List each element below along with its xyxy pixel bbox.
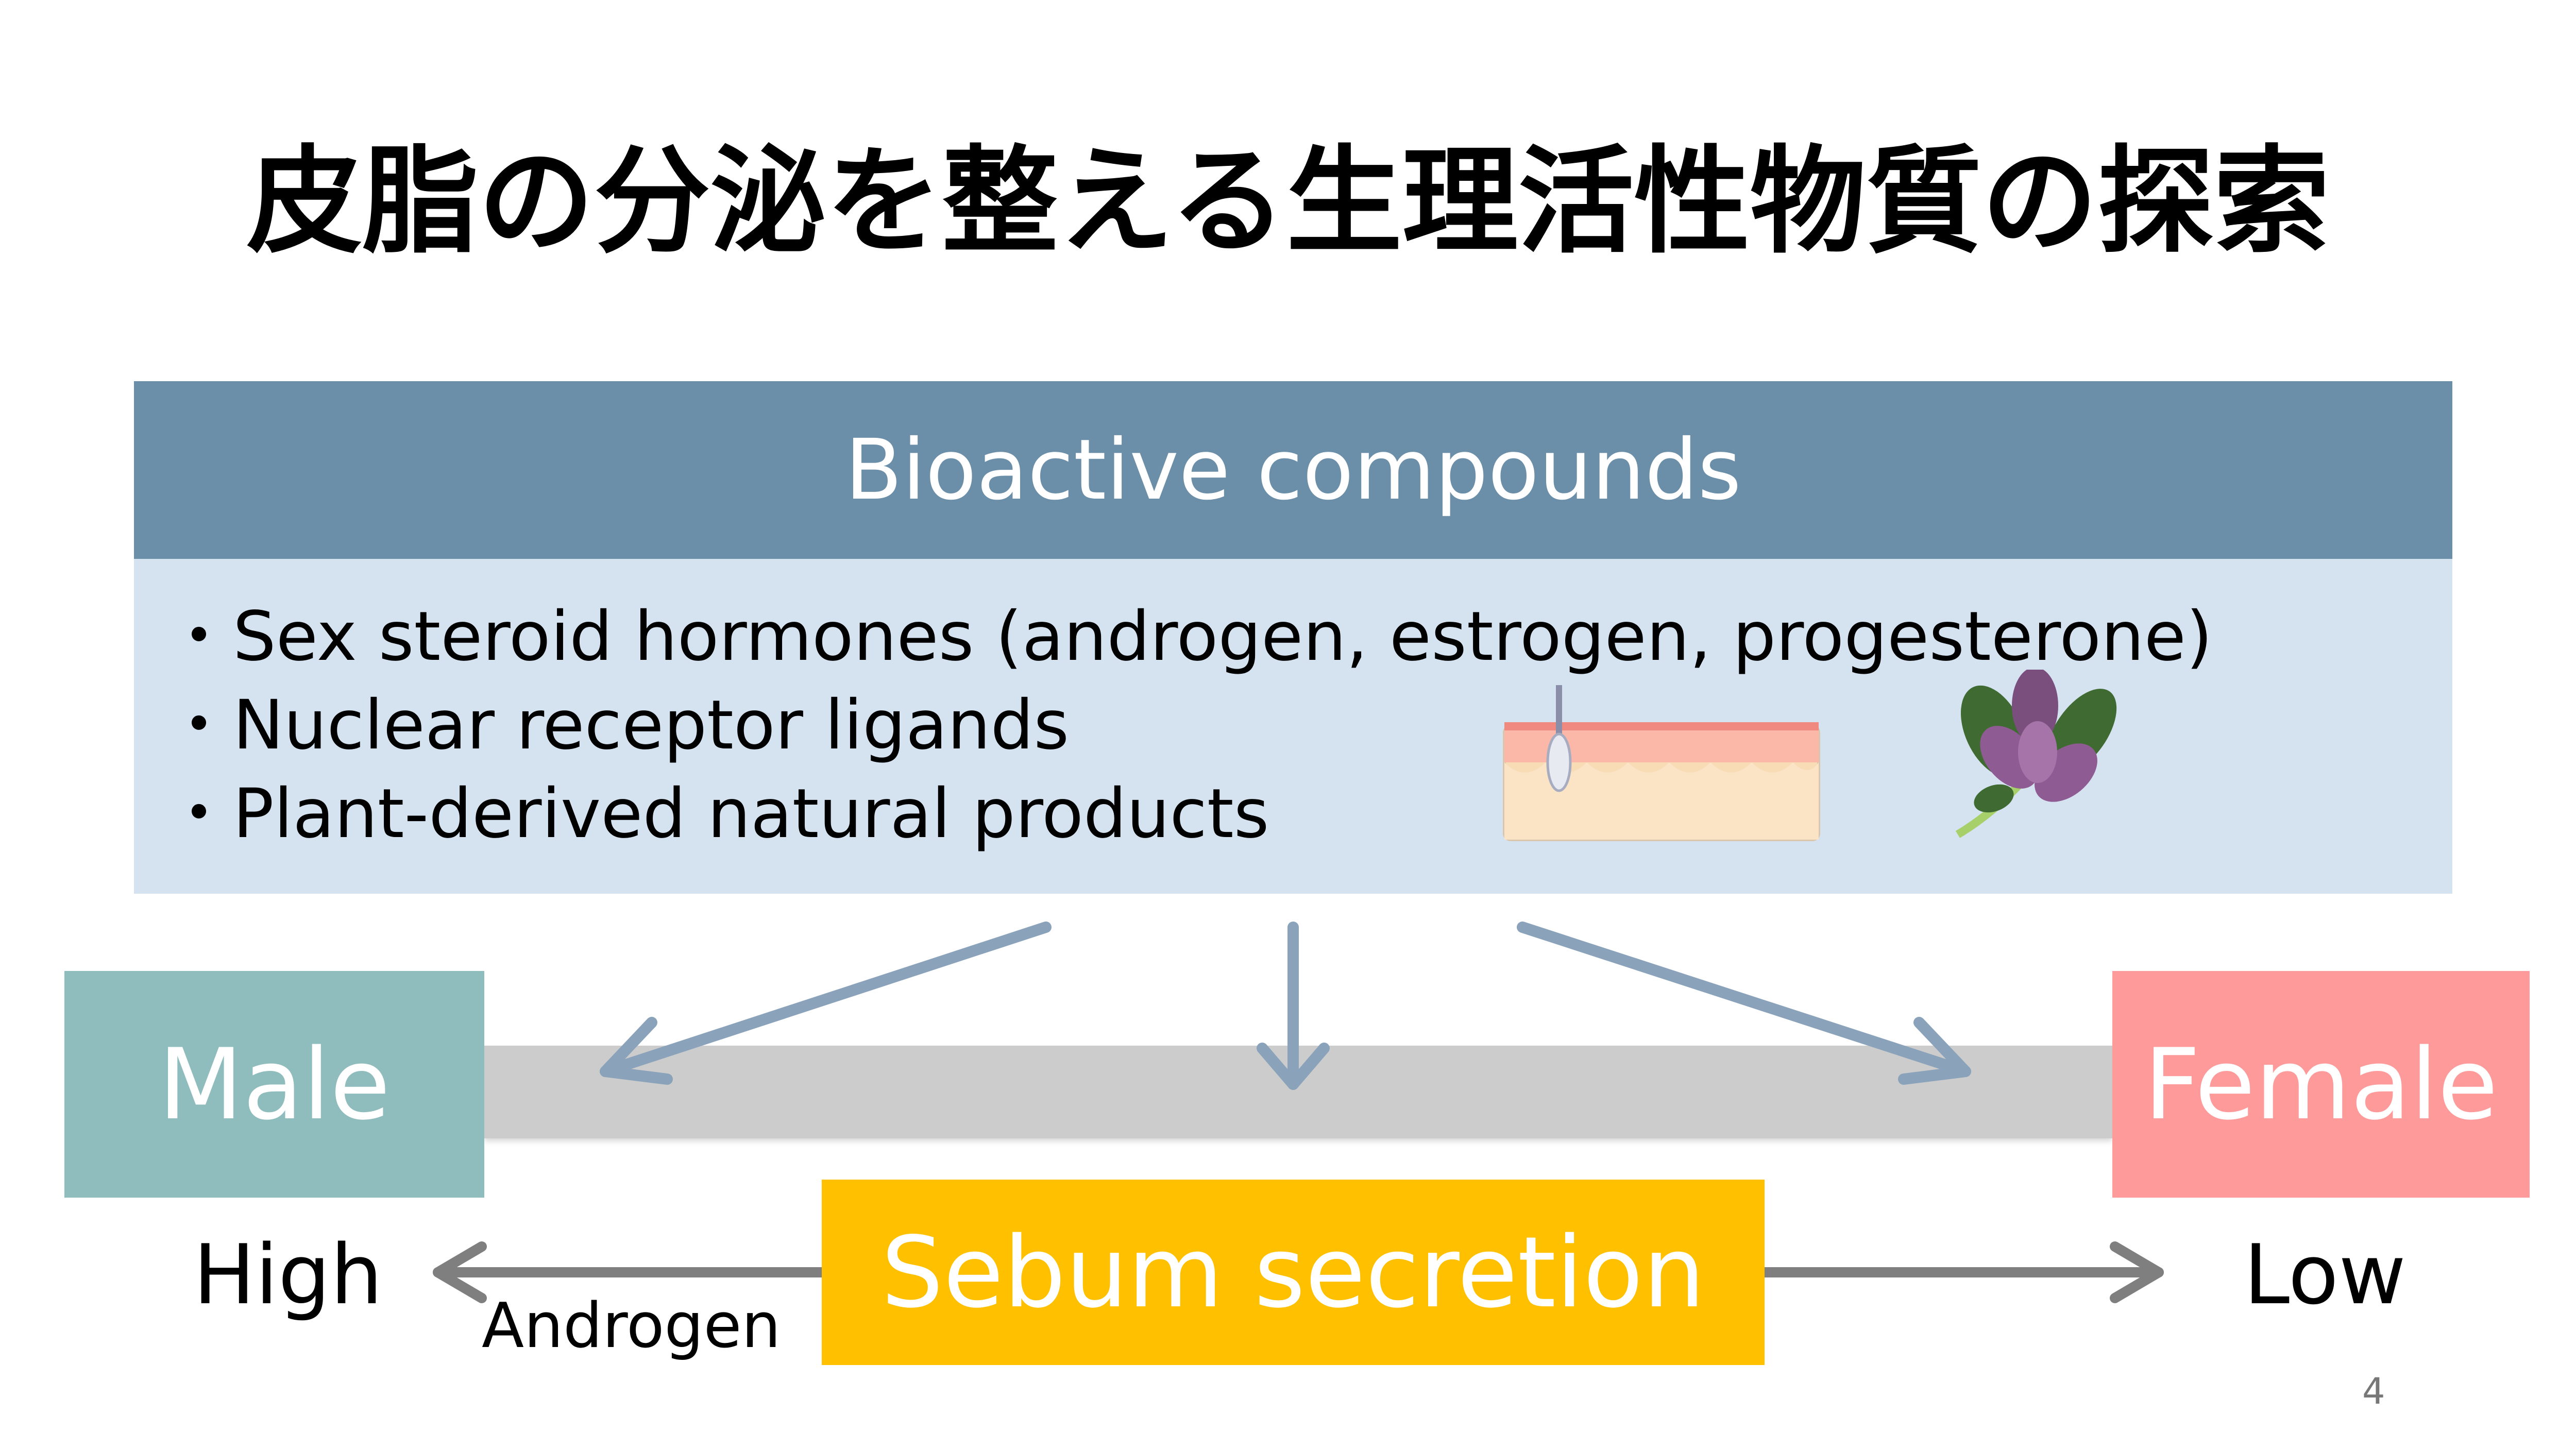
arrow-to-female-head [1898, 1017, 1971, 1085]
high-label: High [193, 1226, 383, 1323]
list-item: ・Sex steroid hormones (androgen, estroge… [165, 597, 2213, 676]
list-item: ・Plant-derived natural products [165, 774, 1269, 854]
arrow-to-female [1517, 922, 1971, 1077]
compounds-header-label: Bioactive compounds [845, 421, 1741, 519]
low-label: Low [2244, 1226, 2406, 1323]
sebum-label: Sebum secretion [881, 1215, 1705, 1329]
compounds-list: ・Sex steroid hormones (androgen, estroge… [165, 592, 2213, 858]
arrow-to-male [600, 922, 1052, 1077]
list-item: ・Nuclear receptor ligands [165, 686, 1070, 765]
page-number: 4 [2362, 1370, 2385, 1412]
compounds-header: Bioactive compounds [134, 381, 2452, 559]
female-label: Female [2144, 1027, 2498, 1141]
male-label: Male [158, 1027, 391, 1141]
female-box: Female [2112, 971, 2530, 1198]
arrow-low-head [2110, 1241, 2164, 1303]
plant-leaves-icon [1955, 670, 2117, 838]
arrow-to-male-head [600, 1017, 673, 1085]
arrow-high-head [433, 1241, 487, 1303]
page-title: 皮脂の分泌を整える生理活性物質の探索 [246, 134, 2330, 269]
arrow-to-center-head [1257, 1043, 1330, 1090]
sebum-secretion-box: Sebum secretion [822, 1180, 1765, 1365]
skin-hair-follicle-icon [1503, 685, 1820, 841]
male-box: Male [64, 971, 484, 1198]
androgen-label: Androgen [482, 1290, 781, 1362]
